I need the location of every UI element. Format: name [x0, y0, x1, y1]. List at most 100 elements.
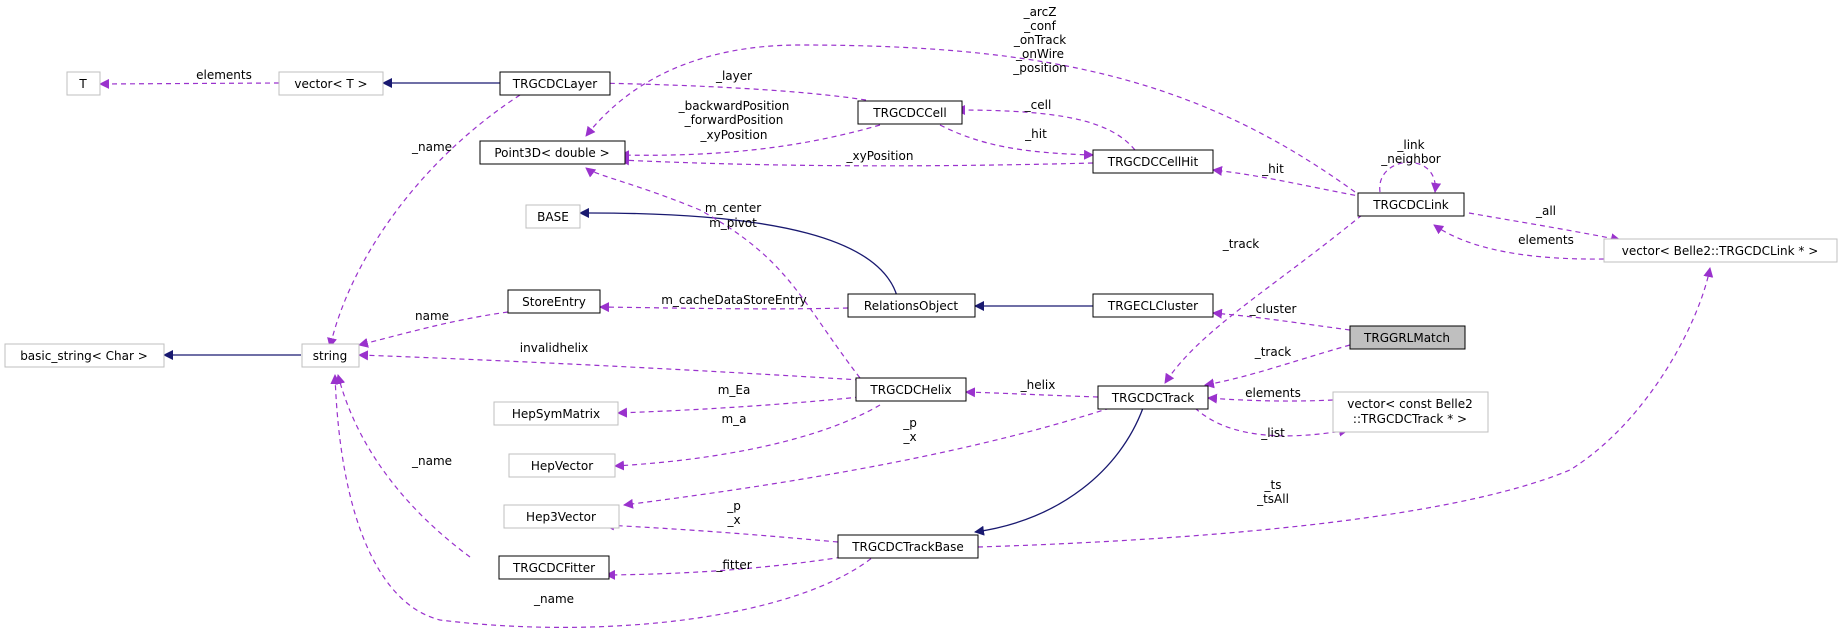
node-trgecl-cluster[interactable]: TRGECLCluster — [1092, 293, 1214, 318]
node-vector-track[interactable]: vector< const Belle2 ::TRGCDCTrack * > — [1332, 391, 1489, 433]
node-basic-string[interactable]: basic_string< Char > — [4, 343, 165, 368]
node-trgcdc-layer[interactable]: TRGCDCLayer — [499, 71, 611, 96]
svg-text:TRGCDCHelix: TRGCDCHelix — [869, 383, 951, 397]
label-ts: _ts — [1264, 478, 1282, 492]
node-string[interactable]: string — [301, 343, 360, 368]
node-T[interactable]: T — [66, 71, 101, 96]
label-arcz-3: _onTrack — [1013, 33, 1066, 47]
edge-helix-point3d — [585, 167, 861, 379]
edge-helix-string — [358, 350, 861, 381]
node-store-entry[interactable]: StoreEntry — [507, 289, 601, 314]
label-tsall: _tsAll — [1256, 492, 1289, 506]
label-name-base: _name — [533, 592, 574, 606]
svg-text:BASE: BASE — [537, 210, 569, 224]
node-trggrl-match[interactable]: TRGGRLMatch — [1349, 325, 1466, 350]
label-arcz-5: _position — [1012, 61, 1067, 75]
edge-vector-elements-t — [99, 78, 280, 89]
svg-text:Hep3Vector: Hep3Vector — [526, 510, 596, 524]
node-trgcdc-helix[interactable]: TRGCDCHelix — [855, 377, 967, 402]
label-invalidhelix: invalidhelix — [520, 341, 588, 355]
svg-text:TRGCDCFitter: TRGCDCFitter — [512, 561, 595, 575]
svg-text:::TRGCDCTrack * >: ::TRGCDCTrack * > — [1353, 412, 1467, 426]
edge-helix-hepsym — [617, 396, 861, 418]
node-trgcdc-cell[interactable]: TRGCDCCell — [857, 100, 963, 125]
edge-link-point3d-arcz — [585, 44, 1356, 193]
node-hep-vector[interactable]: HepVector — [508, 453, 616, 478]
edge-cell-layer — [593, 78, 867, 101]
node-trgcdc-cellhit[interactable]: TRGCDCCellHit — [1092, 149, 1214, 174]
node-trgcdc-track[interactable]: TRGCDCTrack — [1097, 385, 1209, 410]
node-trgcdc-link[interactable]: TRGCDCLink — [1357, 192, 1465, 217]
edge-grl-cluster — [1212, 308, 1351, 331]
svg-text:TRGCDCTrack: TRGCDCTrack — [1111, 391, 1194, 405]
edge-link-track — [1164, 214, 1363, 384]
label-list: _list — [1260, 426, 1285, 440]
node-point3d[interactable]: Point3D< double > — [479, 140, 626, 165]
label-m-a: m_a — [721, 412, 746, 426]
label-track-link: _track — [1222, 237, 1260, 251]
svg-text:HepSymMatrix: HepSymMatrix — [512, 407, 600, 421]
node-trgcdc-fitter[interactable]: TRGCDCFitter — [498, 555, 610, 580]
label-m-pivot: m_pivot — [709, 216, 757, 230]
label-cellpos-2: _forwardPosition — [684, 113, 784, 127]
label-track-grl: _track — [1254, 345, 1292, 359]
node-base[interactable]: BASE — [525, 204, 581, 229]
svg-text:string: string — [313, 349, 347, 363]
label-cell: _cell — [1024, 98, 1052, 112]
label-cluster: _cluster — [1249, 302, 1297, 316]
label-arcz-2: _conf — [1023, 19, 1057, 33]
edge-grl-track — [1204, 344, 1351, 389]
node-hep-sym-matrix[interactable]: HepSymMatrix — [493, 401, 619, 426]
edge-cellhit-cell — [955, 105, 1136, 151]
label-xyposition: _xyPosition — [846, 149, 914, 163]
label-layer: _layer — [715, 69, 752, 83]
svg-text:TRGGRLMatch: TRGGRLMatch — [1363, 331, 1450, 345]
svg-text:basic_string< Char >: basic_string< Char > — [20, 349, 148, 363]
label-link: _link — [1396, 138, 1424, 152]
label-elements-t: elements — [196, 68, 252, 82]
svg-text:RelationsObject: RelationsObject — [864, 299, 958, 313]
edge-link-self — [1379, 161, 1442, 193]
edge-link-vector-all — [1468, 212, 1621, 244]
node-vector-link[interactable]: vector< Belle2::TRGCDCLink * > — [1603, 238, 1838, 263]
label-p-base: _p — [726, 499, 741, 513]
node-hep3-vector[interactable]: Hep3Vector — [503, 504, 620, 529]
label-hit-cell: _hit — [1024, 127, 1047, 141]
label-all: _all — [1535, 204, 1556, 218]
label-arcz-4: _onWire — [1015, 47, 1064, 61]
edge-trackbase-from-track — [974, 407, 1144, 536]
svg-text:vector< T >: vector< T > — [294, 77, 367, 91]
node-vector-t[interactable]: vector< T > — [278, 71, 384, 96]
svg-text:TRGECLCluster: TRGECLCluster — [1107, 299, 1198, 313]
label-fitter: _fitter — [715, 558, 751, 572]
svg-text:TRGCDCCellHit: TRGCDCCellHit — [1107, 155, 1199, 169]
svg-text:TRGCDCLink: TRGCDCLink — [1372, 198, 1449, 212]
label-x-base: _x — [726, 513, 740, 527]
edge-relations-inherits-base — [579, 207, 898, 297]
label-cellpos-3: _xyPosition — [700, 128, 768, 142]
svg-text:TRGCDCTrackBase: TRGCDCTrackBase — [851, 540, 964, 554]
edge-link-cellhit — [1212, 165, 1365, 198]
node-trgcdc-track-base[interactable]: TRGCDCTrackBase — [837, 534, 979, 559]
label-elements-link: elements — [1518, 233, 1574, 247]
edge-cellhit-point3d-xy — [619, 155, 1094, 167]
edge-storeentry-string — [358, 311, 509, 348]
label-helix: _helix — [1020, 378, 1056, 392]
edge-track-helix — [965, 387, 1099, 398]
label-neighbor: _neighbor — [1380, 152, 1441, 166]
svg-text:vector< Belle2::TRGCDCLink * >: vector< Belle2::TRGCDCLink * > — [1622, 244, 1819, 258]
edge-trackbase-string — [330, 374, 879, 628]
node-relations-object[interactable]: RelationsObject — [847, 293, 976, 318]
edge-vectortrack-track-elements — [1207, 393, 1334, 404]
label-p-helix: _p — [902, 416, 917, 430]
svg-text:TRGCDCCell: TRGCDCCell — [872, 106, 946, 120]
label-x-helix: _x — [902, 430, 916, 444]
svg-text:HepVector: HepVector — [531, 459, 593, 473]
edge-trackbase-hep3vector — [604, 520, 839, 543]
svg-text:TRGCDCLayer: TRGCDCLayer — [512, 77, 597, 91]
label-name-store: name — [415, 309, 449, 323]
svg-text:vector< const Belle2: vector< const Belle2 — [1347, 397, 1473, 411]
edge-cell-cellhit — [939, 124, 1094, 160]
label-cellpos-1: _backwardPosition — [678, 99, 790, 113]
